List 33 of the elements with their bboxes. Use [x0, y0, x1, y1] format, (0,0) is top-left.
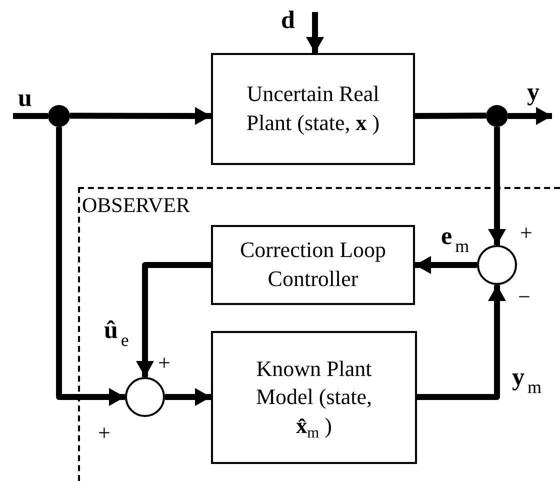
signal-label: e$_{m}$ — [441, 224, 470, 256]
process-box — [211, 331, 417, 464]
signal-label: y$_{m}$ — [512, 365, 542, 396]
arrow — [164, 388, 211, 406]
signal-label: d — [281, 8, 295, 33]
sign-label: + — [98, 422, 110, 444]
arrow — [417, 285, 506, 400]
arrow — [56, 127, 125, 406]
arrow — [415, 256, 477, 274]
signal-label: û$_{e}$ — [104, 318, 129, 350]
process-box — [211, 225, 415, 305]
junction-dot — [486, 105, 508, 127]
arrow — [306, 12, 324, 53]
signal-line — [13, 113, 48, 119]
box-text: Known Plant Model (state, x̂$_{m}$ ) — [254, 354, 374, 440]
arrow — [508, 107, 552, 125]
sign-label: + — [520, 222, 532, 244]
summing-junction — [125, 377, 165, 417]
signal-label: y — [527, 80, 540, 105]
arrow — [70, 106, 212, 125]
region-title: OBSERVER — [82, 195, 190, 216]
observer-region — [78, 187, 560, 481]
sign-label: + — [158, 352, 170, 374]
signal-label: u — [18, 86, 32, 111]
arrow — [488, 127, 506, 245]
box-text: Uncertain Real Plant (state, x ) — [245, 80, 381, 137]
junction-dot — [48, 105, 70, 127]
signal-line — [414, 112, 486, 119]
process-box — [211, 53, 415, 165]
box-text: Correction Loop Controller — [238, 236, 388, 293]
arrow — [136, 262, 211, 377]
summing-junction — [477, 245, 517, 285]
sign-label: − — [518, 286, 530, 308]
